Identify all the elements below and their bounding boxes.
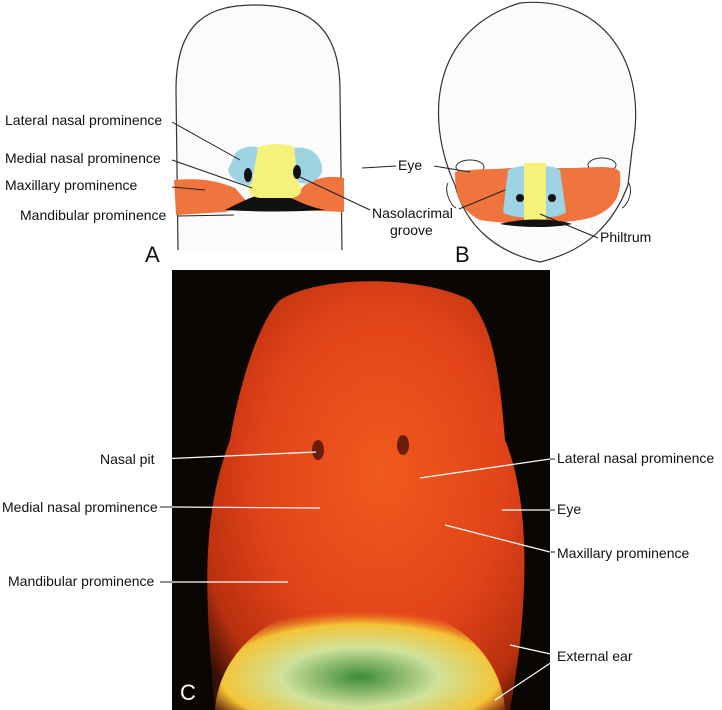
label-eye: Eye xyxy=(398,157,422,173)
medial-nasal-a xyxy=(248,144,302,198)
label-medial-nasal-c: Medial nasal prominence xyxy=(2,499,158,515)
panel-a: Lateral nasal prominence Medial nasal pr… xyxy=(5,4,453,267)
maxillary-region-a-right xyxy=(290,176,344,212)
nostril-b-right xyxy=(548,194,556,202)
panel-letter-c: C xyxy=(180,680,196,705)
mandibular-region-a xyxy=(225,192,325,212)
label-mandibular-a: Mandibular prominence xyxy=(20,207,167,223)
nostril-b-left xyxy=(516,194,524,202)
label-mandibular-c: Mandibular prominence xyxy=(8,573,155,589)
label-maxillary-a: Maxillary prominence xyxy=(5,177,137,193)
label-nasal-pit: Nasal pit xyxy=(100,451,155,467)
panel-c: Nasal pit Medial nasal prominence Mandib… xyxy=(2,270,714,710)
philtrum-region-b xyxy=(524,163,546,220)
maxillary-region-a xyxy=(174,179,250,215)
label-medial-nasal-a: Medial nasal prominence xyxy=(5,150,161,166)
label-nasolacrimal-2: groove xyxy=(390,222,433,238)
panel-letter-b: B xyxy=(455,242,470,267)
nasal-pit-a-left xyxy=(244,168,252,182)
label-nasolacrimal-1: Nasolacrimal xyxy=(372,205,453,221)
panel-letter-a: A xyxy=(145,242,160,267)
label-lateral-nasal-c: Lateral nasal prominence xyxy=(557,450,714,466)
panel-b: Philtrum B xyxy=(433,1,651,267)
embryo-head xyxy=(207,281,525,710)
nasal-pit-c-left xyxy=(312,440,324,460)
mouth-b xyxy=(500,219,572,227)
label-external-ear: External ear xyxy=(557,648,633,664)
label-philtrum: Philtrum xyxy=(600,229,651,245)
ear-b-right xyxy=(621,181,631,209)
embryo-neck xyxy=(215,600,505,710)
ear-b-left xyxy=(446,182,457,209)
label-eye-c: Eye xyxy=(557,501,581,517)
label-lateral-nasal-a: Lateral nasal prominence xyxy=(5,112,162,128)
nasal-pit-c-right xyxy=(397,435,409,455)
lateral-nasal-a-left xyxy=(228,146,260,186)
nasal-pit-a-right xyxy=(293,165,301,179)
label-maxillary-c: Maxillary prominence xyxy=(557,545,689,561)
